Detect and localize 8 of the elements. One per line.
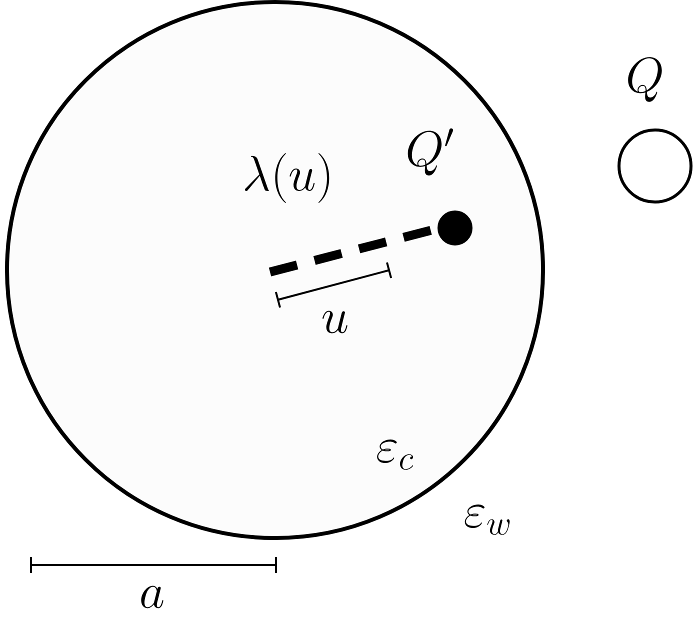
math-label: $\lambda(u)$: [244, 153, 330, 203]
charge-label: $Q$: [628, 57, 662, 102]
charge-label: $Q'$: [408, 128, 454, 176]
math-label: $u$: [322, 310, 348, 334]
charge-dot: [438, 210, 472, 246]
math-label: $a$: [141, 586, 164, 608]
charge-circle: [618, 128, 692, 204]
math-label: $\varepsilon_w$: [464, 504, 510, 535]
